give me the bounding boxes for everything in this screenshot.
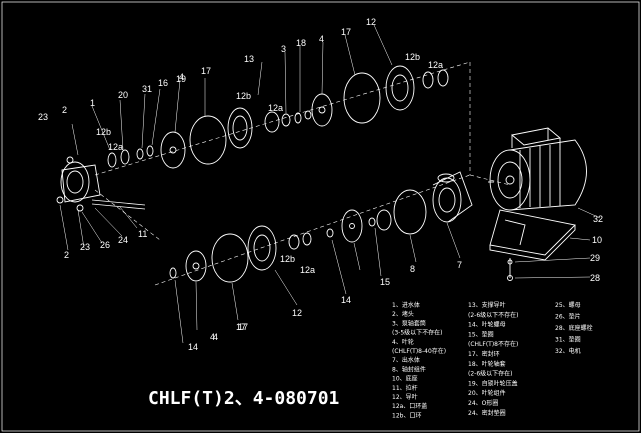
callout-12a: 12a xyxy=(300,265,315,275)
lower-chain-parts xyxy=(169,171,473,283)
legend-entry: 19、自锁叶轮压盖 xyxy=(468,379,518,387)
callout-11: 11 xyxy=(138,229,147,239)
callout-14: 14 xyxy=(341,295,351,305)
callout-13: 13 xyxy=(244,54,254,64)
legend-entry: 18、叶轮轴套 xyxy=(468,360,506,368)
legend-entry: 8、轴封组件 xyxy=(392,365,426,373)
callout-12a: 12a xyxy=(428,60,443,70)
legend-entry: 1、进水体 xyxy=(392,301,420,309)
callout-15: 15 xyxy=(380,277,390,287)
callout-4: 4 xyxy=(179,72,184,82)
legend-entry: 10、底座 xyxy=(392,375,418,383)
callout-23: 23 xyxy=(80,242,90,252)
callout-18: 18 xyxy=(296,38,306,48)
legend-entry: 20、叶轮组件 xyxy=(468,389,506,397)
callout-10: 10 xyxy=(592,235,602,245)
callout-4: 4 xyxy=(319,34,324,44)
callout-12: 12 xyxy=(366,17,376,27)
callout-17: 17 xyxy=(201,66,211,76)
callout-31: 31 xyxy=(142,84,152,94)
legend-entry: 12b、口环 xyxy=(392,412,421,419)
callout-32: 32 xyxy=(593,214,603,224)
drawing-title: CHLF(T)2、4-080701 xyxy=(148,388,339,409)
motor xyxy=(488,127,587,281)
legend-entry: (2-6级以下不存在) xyxy=(468,311,518,319)
callout-29: 29 xyxy=(590,253,600,263)
legend-entry: 28、底座螺栓 xyxy=(555,324,593,332)
callout-23: 23 xyxy=(38,112,48,122)
callout-26: 26 xyxy=(100,240,110,250)
callout-4: 4 xyxy=(213,332,218,342)
legend-entry: (CHLF(T)8-40存在) xyxy=(392,347,446,355)
legend-entry: 14、叶轮螺母 xyxy=(468,321,506,329)
legend-entry: 17、密封环 xyxy=(468,350,500,358)
callout-12b: 12b xyxy=(96,127,111,137)
callout-12b: 12b xyxy=(236,91,251,101)
callout-12a: 12a xyxy=(268,103,283,113)
tie-rod xyxy=(91,199,146,210)
legend-entry: 3、泵轴套筒 xyxy=(392,319,426,327)
callout-19: 19 xyxy=(176,74,186,84)
callout-17: 17 xyxy=(341,27,351,37)
legend-entry: (3-5级以下不存在) xyxy=(392,329,442,337)
callout-2: 2 xyxy=(62,105,67,115)
upper-chain-parts xyxy=(56,65,449,212)
callout-7: 7 xyxy=(457,260,462,270)
callout-12b: 12b xyxy=(280,254,295,264)
callout-12a: 12a xyxy=(108,142,123,152)
callout-24: 24 xyxy=(118,235,128,245)
legend-entry: 24、O形圈 xyxy=(468,399,498,407)
callout-17: 17 xyxy=(236,322,246,332)
callout-12b: 12b xyxy=(405,52,420,62)
callout-12: 12 xyxy=(292,308,302,318)
legend-entry: 15、垫圈 xyxy=(468,330,494,338)
legend-entry: 2、堵头 xyxy=(392,310,414,318)
legend-entry: 25、螺母 xyxy=(555,301,581,309)
legend-entry: 12a、口环盖 xyxy=(392,402,427,410)
leader-lines xyxy=(59,24,601,344)
legend-entry: 4、叶轮 xyxy=(392,338,414,346)
callout-1: 1 xyxy=(90,98,95,108)
legend-entry: (2-6级以下存在) xyxy=(468,370,512,378)
legend-entry: (CHLF(T)8不存在) xyxy=(468,340,518,348)
callout-14: 14 xyxy=(188,342,198,352)
callout-17: 17 xyxy=(238,322,248,332)
callout-8: 8 xyxy=(410,264,415,274)
legend-entry: 32、电机 xyxy=(555,347,581,355)
legend-entry: 24、密封垫圈 xyxy=(468,409,506,417)
legend-entry: 31、垫圈 xyxy=(555,336,581,344)
callout-3: 3 xyxy=(281,44,286,54)
callout-2: 2 xyxy=(64,250,69,260)
axis-lines xyxy=(94,61,511,286)
callout-28: 28 xyxy=(590,273,600,283)
callout-4: 4 xyxy=(210,332,215,342)
callout-20: 20 xyxy=(118,90,128,100)
legend-entry: 7、出水体 xyxy=(392,356,420,364)
legend-entry: 11、拉杆 xyxy=(392,384,418,392)
callout-16: 16 xyxy=(158,78,168,88)
legend-column-3: 25、螺母 26、垫片 28、底座螺栓 31、垫圈 32、电机 xyxy=(555,301,593,355)
legend-entry: 12、导叶 xyxy=(392,393,418,401)
legend-entry: 13、支撑导叶 xyxy=(468,301,506,309)
legend-entry: 26、垫片 xyxy=(555,313,581,321)
